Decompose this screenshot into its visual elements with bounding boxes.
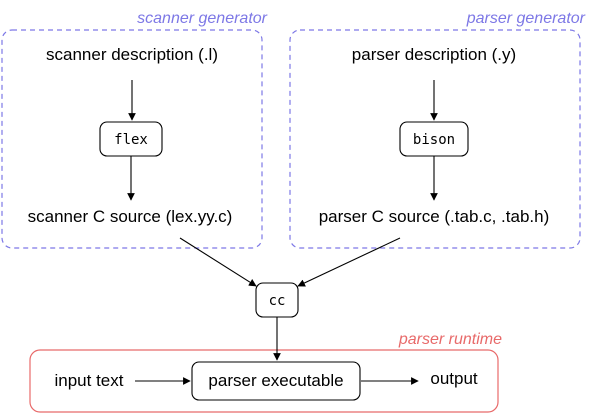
parser-generator-box	[289, 29, 581, 249]
parser-source-label: parser C source (.tab.c, .tab.h)	[319, 207, 550, 226]
scanner-generator-title: scanner generator	[137, 10, 268, 27]
parser-runtime-box	[29, 349, 499, 413]
parser-description-label: parser description (.y)	[352, 45, 516, 64]
scanner-generator-box	[1, 29, 263, 249]
input-text-label: input text	[55, 371, 124, 390]
parser-generator-group: parser generator	[289, 10, 586, 249]
flex-node-label: flex	[114, 132, 148, 148]
arrow-scanner-src-to-cc	[179, 237, 257, 287]
scanner-source-label: scanner C source (lex.yy.c)	[28, 207, 233, 226]
output-label: output	[430, 369, 478, 388]
scanner-generator-group: scanner generator	[1, 10, 268, 249]
bison-node-label: bison	[413, 132, 455, 148]
scanner-description-label: scanner description (.l)	[46, 45, 218, 64]
executable-node-box	[191, 361, 361, 401]
parser-generator-title: parser generator	[466, 10, 586, 27]
parser-runtime-title: parser runtime	[398, 331, 502, 348]
cc-node-label: cc	[269, 293, 286, 309]
parser-runtime-group: parser runtime	[29, 331, 502, 413]
executable-node-label: parser executable	[208, 371, 343, 390]
arrow-parser-src-to-cc	[297, 237, 401, 287]
